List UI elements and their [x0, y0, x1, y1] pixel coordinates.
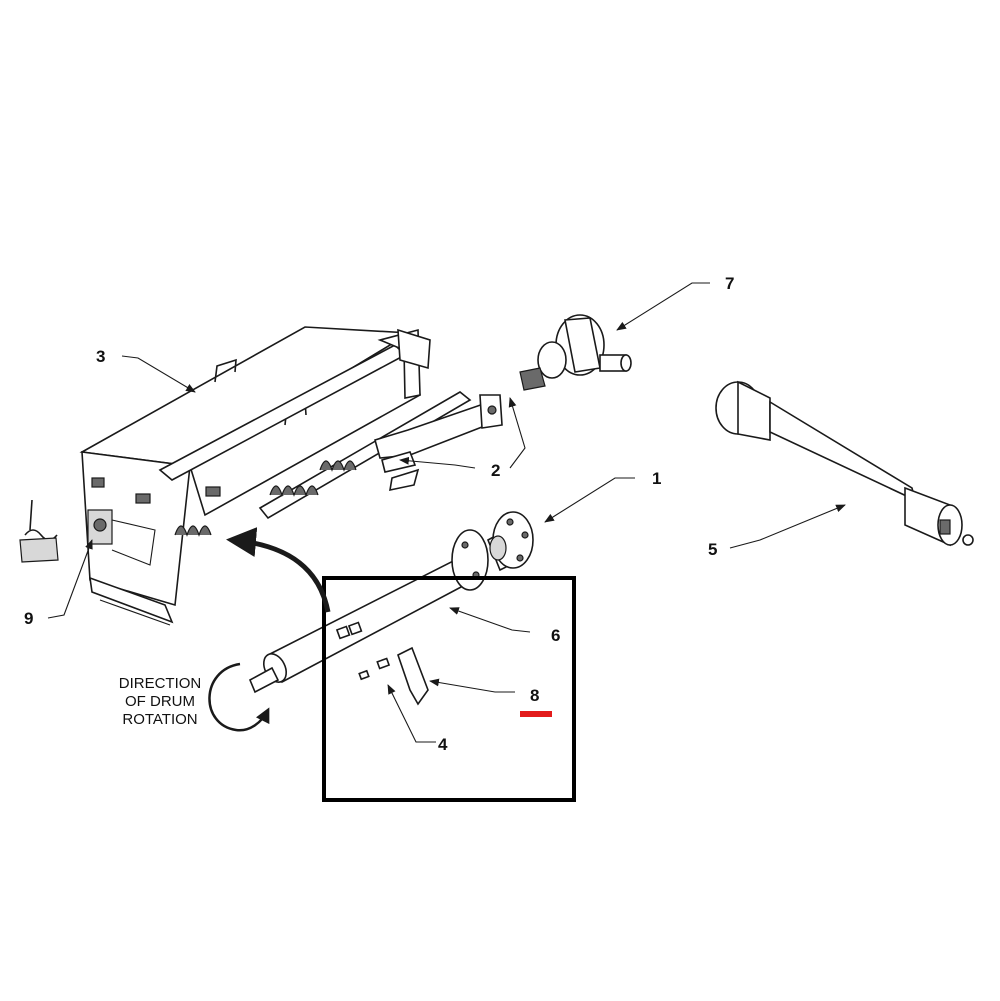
rotation-arrow-large	[226, 527, 331, 613]
rotation-note-line1: DIRECTION	[119, 675, 202, 692]
rotation-note-line2: OF DRUM	[125, 693, 195, 710]
callout-1: 1	[652, 469, 661, 488]
callout-6: 6	[551, 626, 560, 645]
callout-9: 9	[24, 609, 33, 628]
highlight-marker	[520, 711, 552, 717]
rotation-arrow-drum	[208, 662, 270, 732]
callout-7: 7	[725, 274, 734, 293]
gearbox	[519, 314, 632, 391]
hitch-frame	[19, 328, 503, 563]
pto-driveshaft	[715, 380, 974, 547]
callout-3: 3	[96, 347, 105, 366]
callout-4: 4	[438, 735, 448, 754]
small-parts	[335, 621, 429, 706]
callout-5: 5	[708, 540, 717, 559]
leader-lines	[47, 282, 846, 743]
flange-hub	[451, 511, 534, 591]
rotation-note-line3: ROTATION	[122, 711, 197, 728]
highlight-box	[322, 576, 576, 802]
callout-2: 2	[491, 461, 500, 480]
callout-8: 8	[530, 686, 539, 705]
